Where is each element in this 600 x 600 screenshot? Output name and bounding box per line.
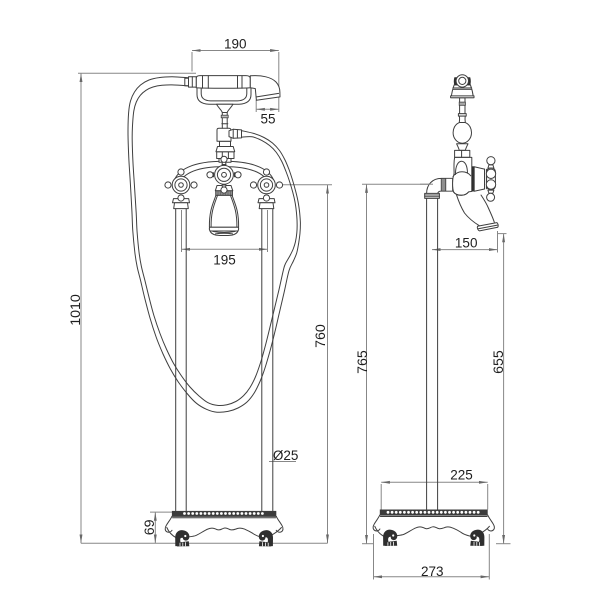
svg-text:273: 273 xyxy=(421,564,444,579)
svg-text:765: 765 xyxy=(355,350,371,374)
svg-text:55: 55 xyxy=(260,112,275,127)
svg-text:Ø25: Ø25 xyxy=(273,448,299,463)
svg-text:225: 225 xyxy=(450,468,473,483)
svg-text:760: 760 xyxy=(313,324,329,348)
svg-text:69: 69 xyxy=(142,519,158,535)
svg-text:190: 190 xyxy=(224,37,247,52)
svg-text:1010: 1010 xyxy=(68,294,84,326)
svg-text:150: 150 xyxy=(455,236,478,251)
svg-text:195: 195 xyxy=(213,253,236,268)
svg-text:655: 655 xyxy=(491,350,507,374)
